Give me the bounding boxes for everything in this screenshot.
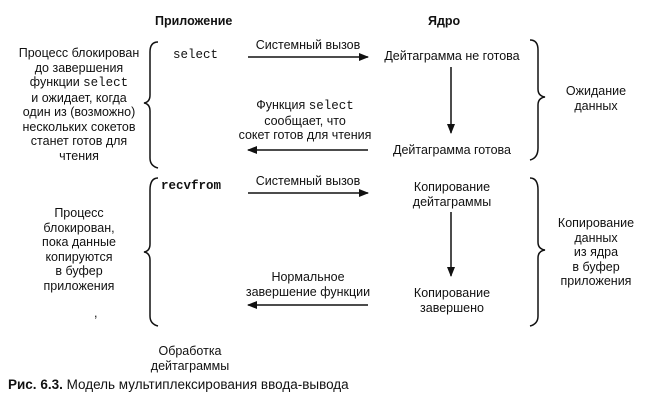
phase-copy-data: Копирование данных из ядра в буфер прило… [557,216,635,288]
label-line: сообщает, что сокет готов для чтения [238,113,372,143]
note-blocked-select: Процесс блокирован до завершения функции… [8,46,150,163]
note-line: функции select [8,75,150,91]
right-brace-top [529,39,546,161]
note-line: один из (возможно) [22,105,136,119]
note-line: нескольких сокетов [22,119,136,134]
phase-wait-data: Ожидание данных [565,84,627,113]
label-line: Функция select [220,98,390,114]
label-text: Функция [256,98,309,112]
note-line: станет готов для [30,134,128,148]
select-notify-label: Функция select сообщает, что сокет готов… [220,98,390,143]
state-copy-done: Копирование завершено [413,286,491,315]
left-brace-top [143,41,159,169]
note-line: чтения [59,148,99,163]
figure-caption: Рис. 6.3. Модель мультиплексирования вво… [8,377,349,393]
header-kernel: Ядро [428,14,461,28]
note-blocked-copy: Процесс блокирован, пока данные копируют… [42,206,116,293]
right-brace-bottom [529,177,546,327]
syscall-label-1: Системный вызов [255,38,361,52]
select-code-inline: select [308,99,354,113]
stray-mark: , [94,306,98,320]
note-line: и ожидает, когда [31,90,127,105]
select-call: select [173,48,219,62]
recvfrom-call: recvfrom [161,179,222,193]
state-copying: Копирование дейтаграммы [412,180,492,209]
completion-label: Нормальное завершение функции [245,270,371,299]
process-datagram: Обработка дейтаграммы [150,344,230,373]
syscall-label-2: Системный вызов [255,174,361,188]
caption-label: Рис. 6.3. [8,377,63,392]
select-code-inline: select [83,76,129,90]
note-text: функции [29,75,84,89]
caption-text: Модель мультиплексирования ввода-вывода [62,377,349,392]
state-ready: Дейтаграмма готова [393,143,511,157]
left-brace-bottom [143,177,159,327]
note-line: до завершения [34,60,124,75]
header-application: Приложение [155,14,233,28]
note-line: Процесс блокирован [18,46,140,60]
state-not-ready: Дейтаграмма не готова [384,49,520,63]
